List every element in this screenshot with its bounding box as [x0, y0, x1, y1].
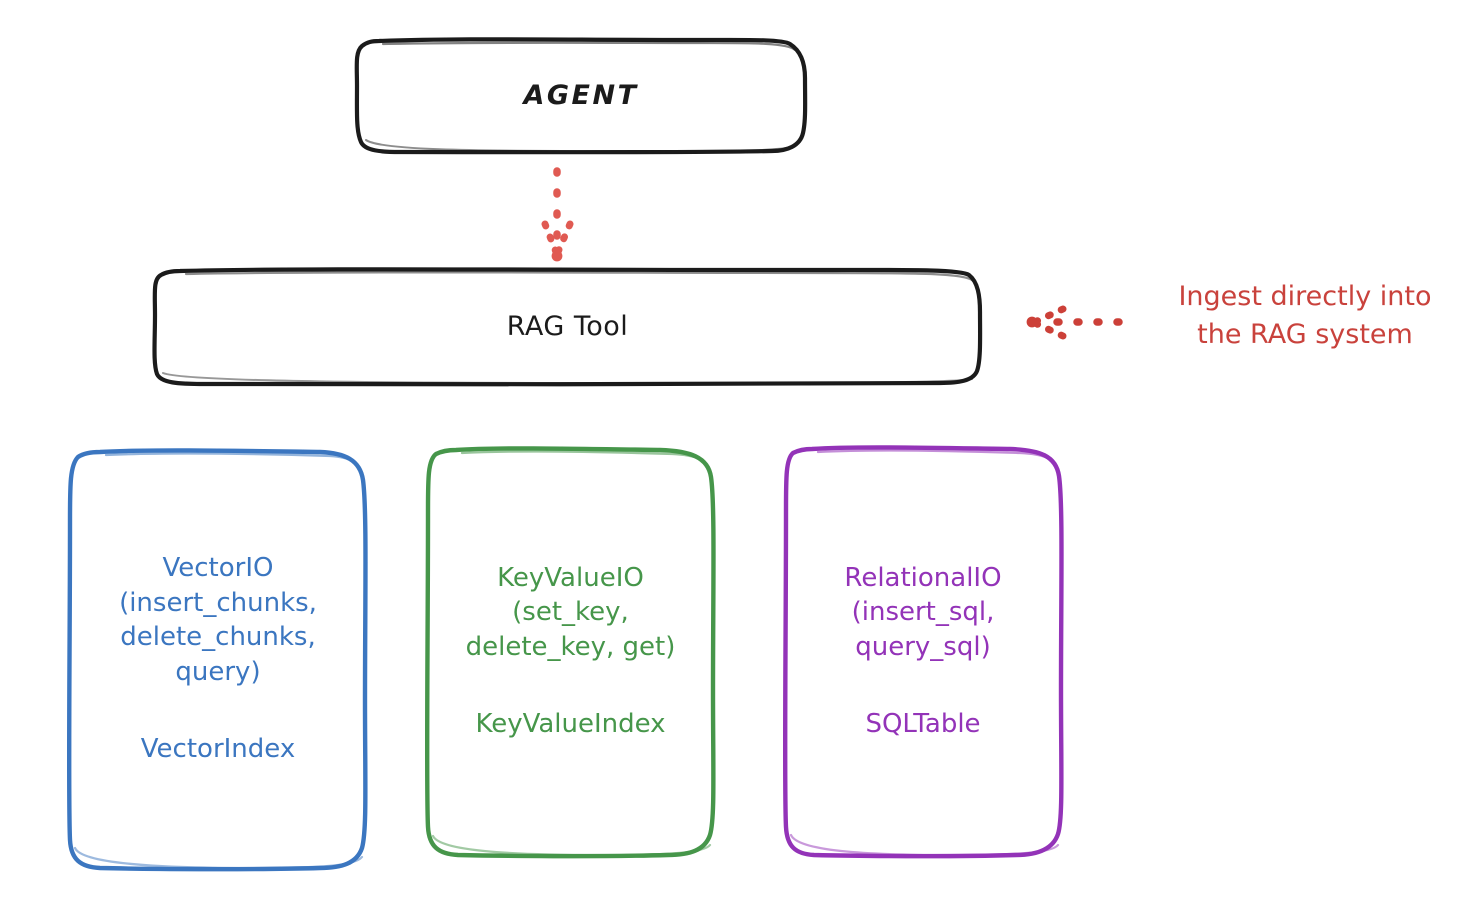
vector-io-api-label: VectorIO (insert_chunks, delete_chunks, …: [119, 552, 317, 687]
relational-io-api-label: RelationalIO (insert_sql, query_sql): [844, 562, 1002, 662]
key-value-io-node[interactable]: KeyValueIO (set_key, delete_key, get) Ke…: [428, 448, 713, 855]
agent-node[interactable]: AGENT: [357, 40, 805, 152]
agent-to-rag-connector: [541, 167, 574, 262]
vector-io-node[interactable]: VectorIO (insert_chunks, delete_chunks, …: [70, 450, 366, 868]
ingest-annotation: Ingest directly into the RAG system: [1178, 281, 1432, 350]
sql-table-label: SQLTable: [865, 709, 981, 740]
relational-io-node[interactable]: RelationalIO (insert_sql, query_sql) SQL…: [786, 448, 1060, 855]
key-value-index-label: KeyValueIndex: [475, 709, 666, 740]
vector-index-label: VectorIndex: [140, 734, 296, 765]
key-value-io-api-label: KeyValueIO (set_key, delete_key, get): [465, 562, 676, 662]
rag-tool-label: RAG Tool: [506, 310, 629, 342]
ingest-to-rag-connector: [1026, 305, 1123, 340]
agent-label: AGENT: [523, 80, 639, 112]
rag-tool-node[interactable]: RAG Tool: [155, 270, 980, 383]
